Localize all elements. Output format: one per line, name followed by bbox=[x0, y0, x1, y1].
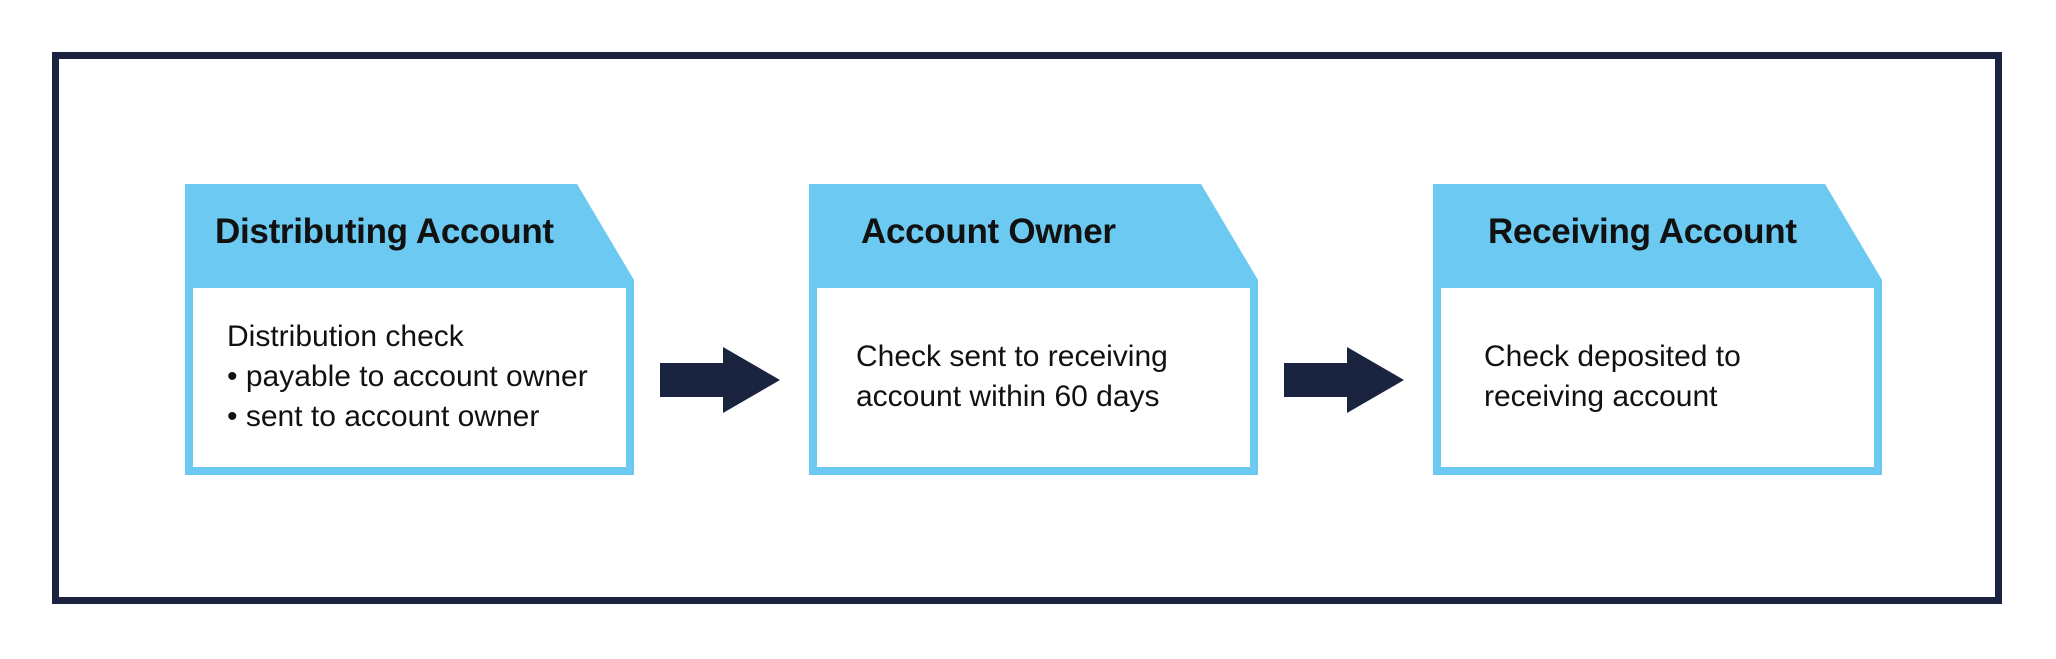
step-title: Receiving Account bbox=[1488, 212, 1797, 251]
right-arrow-icon bbox=[660, 347, 780, 413]
right-arrow-icon bbox=[1284, 347, 1404, 413]
step-box-shape bbox=[185, 184, 634, 475]
step-title: Distributing Account bbox=[215, 212, 554, 251]
step-description: Check deposited to receiving account bbox=[1484, 337, 1741, 417]
step-distributing-account: Distributing Account Distribution check … bbox=[185, 184, 634, 475]
step-line: account within 60 days bbox=[856, 380, 1160, 413]
step-account-owner: Account Owner Check sent to receiving ac… bbox=[809, 184, 1258, 475]
step-description: Check sent to receiving account within 6… bbox=[856, 337, 1168, 417]
step-title: Account Owner bbox=[861, 212, 1116, 251]
step-description: Distribution check • payable to account … bbox=[227, 317, 588, 437]
step-line: receiving account bbox=[1484, 380, 1718, 413]
step-box-shape bbox=[809, 184, 1258, 475]
step-line: • payable to account owner bbox=[227, 360, 588, 393]
step-box-shape bbox=[1433, 184, 1882, 475]
step-receiving-account: Receiving Account Check deposited to rec… bbox=[1433, 184, 1882, 475]
step-line: Check sent to receiving bbox=[856, 340, 1168, 373]
step-line: • sent to account owner bbox=[227, 400, 540, 433]
step-line: Check deposited to bbox=[1484, 340, 1741, 373]
diagram-frame bbox=[52, 52, 2002, 604]
step-line: Distribution check bbox=[227, 320, 464, 353]
